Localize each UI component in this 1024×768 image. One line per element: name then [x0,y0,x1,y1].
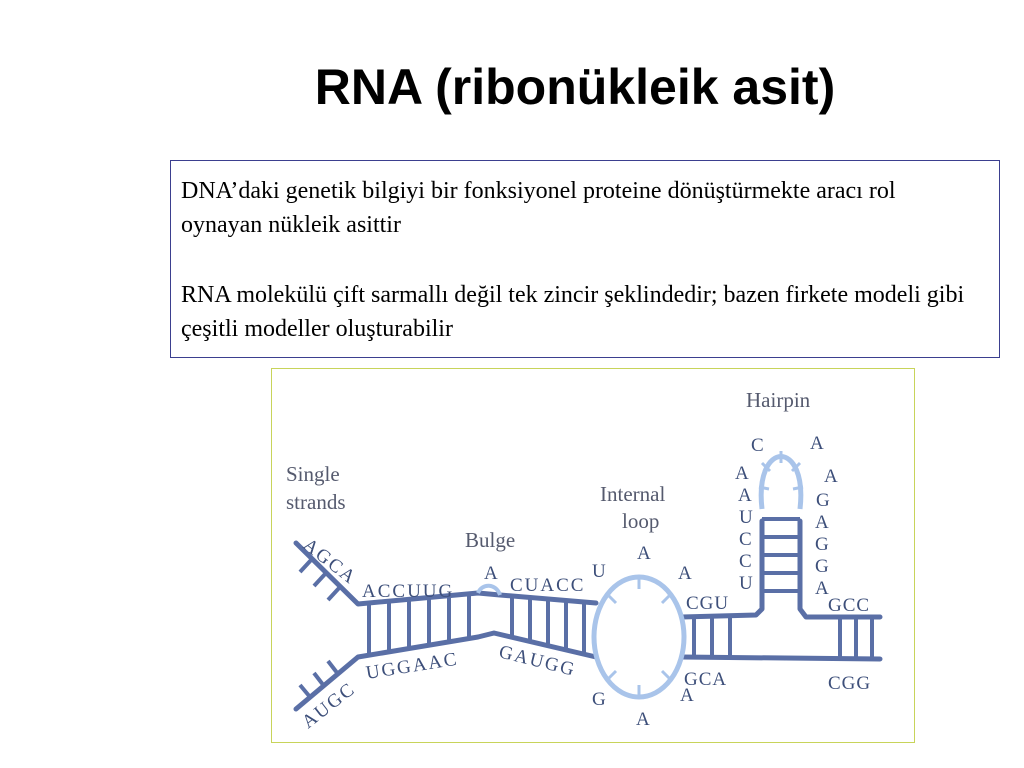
bases-lower-right: GCA [684,669,727,690]
paragraph-definition: DNA’daki genetik bilgiyi bir fonksiyonel… [181,178,896,238]
bases-hairpin-left-1: A [735,463,749,484]
rna-diagram: Single strands Bulge Internal loop Hairp… [286,388,883,733]
bases-internal-bottom-3: A [680,685,694,706]
bases-hairpin-top-2: A [810,433,824,454]
bases-upper-right: CGU [686,593,729,614]
bulge-loop [476,583,502,596]
hairpin-stem-rungs [762,517,800,593]
bases-hairpin-right-5: G [815,556,829,577]
hairpin-loop [758,454,804,510]
rna-structure-figure: Single strands Bulge Internal loop Hairp… [271,368,915,743]
bases-hairpin-right-3: A [815,512,829,533]
bases-internal-top-2: A [637,543,651,564]
hairpin-loop-ticks [758,451,804,491]
internal-loop [591,574,687,700]
label-hairpin: Hairpin [746,388,811,412]
bases-internal-top-3: A [678,563,692,584]
bases-hairpin-left-5: C [739,551,752,572]
bases-upper-left: ACCUUG [362,581,454,602]
mid-helix-rungs [510,596,586,653]
bases-hairpin-right-6: A [815,578,829,599]
far-right-rungs [838,617,874,659]
internal-loop-ticks [606,577,672,697]
bases-hairpin-left-6: U [739,573,753,594]
label-bulge: Bulge [465,528,515,552]
paragraph-structure: RNA molekülü çift sarmallı değil tek zin… [181,282,965,342]
bases-bulge: A [484,563,498,584]
bases-internal-bottom-2: A [636,709,650,730]
slide-title: RNA (ribonükleik asit) [0,58,1024,116]
bases-hairpin-top-1: C [751,435,764,456]
bases-hairpin-right-1: A [824,466,838,487]
bases-hairpin-left-2: A [738,485,752,506]
label-single-strands-2: strands [286,490,346,514]
bases-internal-top-1: U [592,561,606,582]
right-helix-rungs [692,616,732,658]
bases-hairpin-left-4: C [739,529,752,550]
title-text: RNA (ribonükleik asit) [314,59,836,115]
bases-hairpin-left-3: U [739,507,753,528]
hairpin-right-strand [797,518,883,620]
tail-ticks [298,557,342,699]
bases-left-tail-lower: AUGC [298,678,360,733]
label-internal-loop-1: Internal [600,482,665,506]
bases-upper-mid: CUACC [510,575,585,596]
bases-lower-far-right: CGG [828,673,871,694]
bases-upper-far-right: GCC [828,595,870,616]
bases-hairpin-right-4: G [815,534,829,555]
definition-box [170,160,1000,358]
bases-hairpin-right-2: G [816,490,830,511]
upper-right-strand [679,518,765,620]
bases-internal-bottom-1: G [592,689,606,710]
label-internal-loop-2: loop [622,509,659,533]
left-helix-rungs [367,594,471,655]
lower-right-strand [679,654,883,662]
label-single-strands-1: Single [286,462,340,486]
